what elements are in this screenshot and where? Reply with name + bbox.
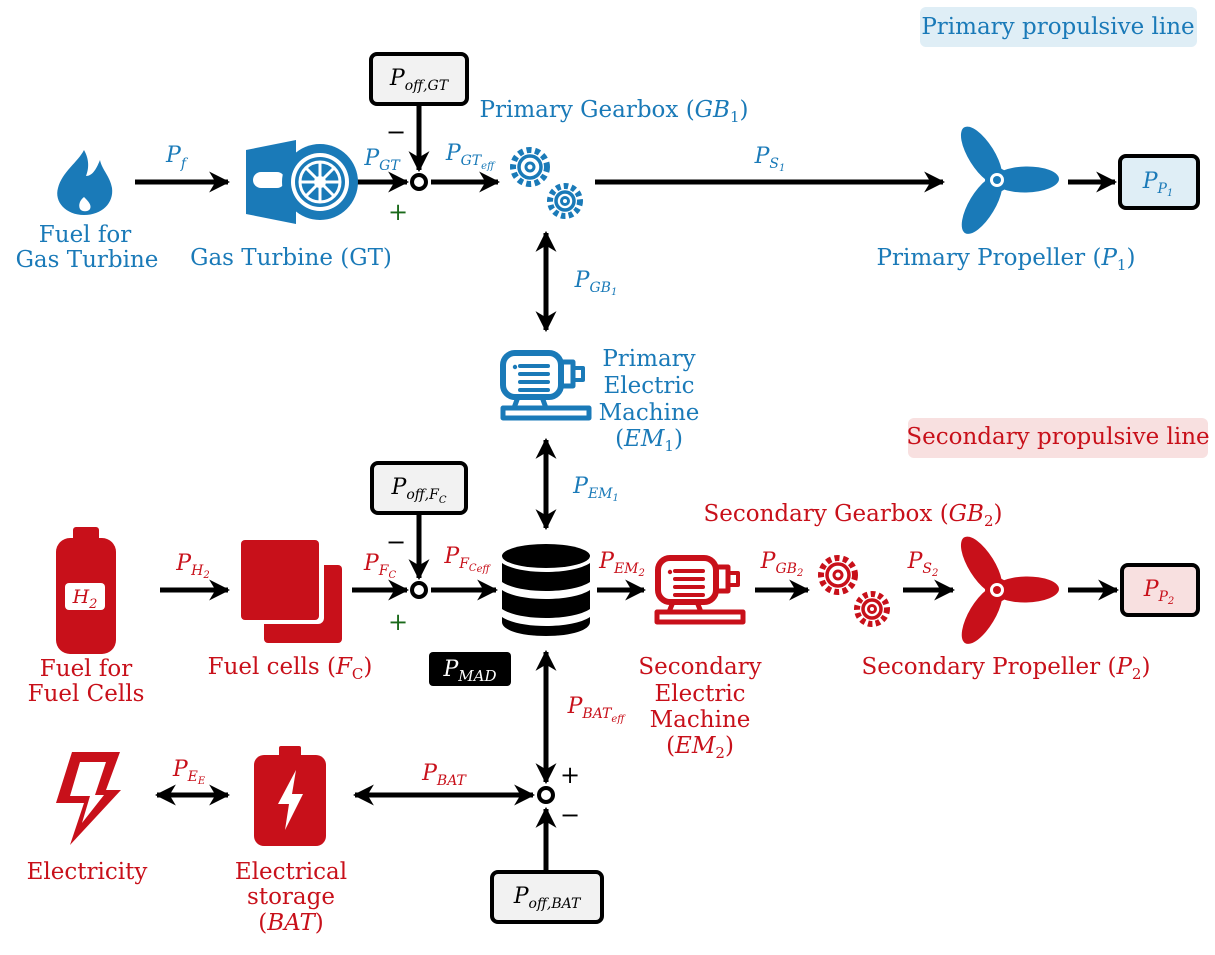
- fuel-fc-label-line2: Fuel Cells: [28, 681, 145, 707]
- edge-label-pee: PEE: [172, 757, 206, 787]
- gearbox2-label: Secondary Gearbox (GB2): [704, 501, 1003, 530]
- edge-label-ps1: PS1: [754, 144, 786, 174]
- poff-fc-label: Poff,FC: [391, 475, 447, 506]
- em2-label-line2: Electric: [654, 681, 745, 707]
- em1-label-line3: Machine: [599, 400, 700, 426]
- edge-label-pgt: PGT: [363, 146, 401, 174]
- poff-gt-box: [369, 52, 469, 106]
- propeller-icon: [960, 536, 1059, 644]
- edge-label-pfc: PFC: [363, 551, 397, 581]
- em2-label-line3: Machine: [650, 707, 751, 733]
- poff-bat-box: [490, 870, 604, 924]
- gas-turbine-label: Gas Turbine (GT): [190, 245, 392, 271]
- sign-plus-bat: +: [560, 761, 580, 789]
- mad-label: PMAD: [442, 657, 496, 685]
- secondary-line-tag-text: Secondary propulsive line: [906, 424, 1209, 450]
- fuel-cells-icon: [236, 536, 342, 643]
- sum-junction-fc: [410, 581, 428, 599]
- h2-label: H2: [72, 586, 98, 612]
- sign-minus-bat: −: [560, 801, 580, 829]
- propeller1-label: Primary Propeller (P1): [877, 245, 1136, 274]
- sum-junction-bat: [537, 786, 555, 804]
- edge-label-ps2: PS2: [907, 549, 939, 579]
- edge-label-pgb1: PGB1: [574, 268, 618, 298]
- poff-bat-label: Poff,BAT: [513, 884, 582, 912]
- mad-badge: [429, 652, 511, 686]
- electric-motor-icon: [500, 350, 592, 421]
- electricity-label: Electricity: [27, 859, 148, 885]
- fuel-cells-label: Fuel cells (FC): [208, 654, 373, 683]
- edge-label-pgb2: PGB2: [760, 549, 804, 579]
- edge-label-pem1: PEM1: [572, 474, 619, 504]
- storage-label-line2: storage: [247, 884, 335, 910]
- edge-label-ph2: PH2: [175, 551, 209, 581]
- flame-icon: [57, 150, 113, 215]
- primary-line-tag: [920, 7, 1197, 47]
- electric-motor-icon: [654, 555, 746, 625]
- gears-icon: [510, 147, 583, 219]
- storage-label-line1: Electrical: [235, 859, 347, 885]
- em1-label-sym: (EM1): [615, 426, 683, 455]
- em2-label-sym: (EM2): [666, 733, 734, 762]
- em1-label-line1: Primary: [602, 346, 695, 372]
- edge-label-pem2: PEM2: [598, 549, 645, 579]
- edge-label-pf: Pf: [165, 143, 189, 172]
- primary-line-tag-text: Primary propulsive line: [921, 14, 1194, 40]
- pp1-box: [1118, 154, 1200, 210]
- sum-junction-gt: [410, 173, 428, 191]
- storage-label-sym: (BAT): [258, 910, 324, 936]
- fuel-gt-label-line2: Gas Turbine: [16, 247, 159, 273]
- gas-turbine-icon: [246, 140, 358, 224]
- edge-label-pgt-eff: PGTeff: [445, 141, 496, 172]
- em2-label-line1: Secondary: [638, 654, 761, 680]
- hydrogen-tank-icon: [56, 527, 116, 654]
- battery-icon: [254, 746, 326, 846]
- propeller2-label: Secondary Propeller (P2): [862, 654, 1151, 683]
- edge-label-pfc-eff: PFCeff: [443, 544, 491, 575]
- edge-label-pbat-eff: PBATeff: [567, 694, 627, 725]
- fuel-gt-label-line1: Fuel for: [39, 222, 131, 248]
- em1-label-line2: Electric: [603, 373, 694, 399]
- gears-icon: [818, 555, 890, 627]
- pp2-box: [1120, 563, 1200, 617]
- propeller-icon: [960, 126, 1059, 234]
- gearbox1-label: Primary Gearbox (GB1): [480, 97, 749, 126]
- database-icon: [502, 544, 590, 636]
- sign-plus-fc: +: [388, 608, 408, 636]
- sign-plus-gt: +: [388, 198, 408, 226]
- secondary-line-tag: [908, 418, 1208, 458]
- pp2-label: PP2: [1143, 577, 1175, 607]
- poff-gt-label: Poff,GT: [389, 66, 450, 94]
- lightning-icon: [56, 752, 121, 845]
- edge-label-pbat: PBAT: [421, 761, 467, 789]
- connections: [135, 106, 1120, 870]
- fuel-fc-label-line1: Fuel for: [40, 656, 132, 682]
- pp1-label: PP1: [1142, 169, 1174, 199]
- sign-minus-gt: −: [386, 118, 406, 146]
- sign-minus-fc: −: [386, 528, 406, 556]
- poff-fc-box: [370, 461, 468, 515]
